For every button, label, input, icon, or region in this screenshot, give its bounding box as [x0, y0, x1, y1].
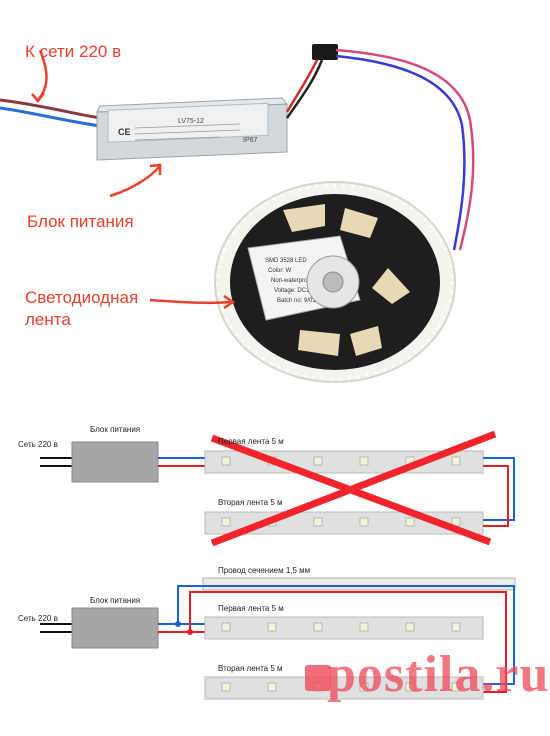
wrong-psu-label: Блок питания — [90, 425, 141, 434]
reel-label-line5: Batch no: 9/01 — [277, 298, 316, 304]
right-strip2-label: Вторая лента 5 м — [218, 664, 283, 673]
connector — [312, 44, 338, 60]
right-mains-label: Сеть 220 в — [18, 614, 58, 623]
right-psu-label: Блок питания — [90, 596, 141, 605]
psu-model-text: LV75-12 — [178, 118, 204, 125]
cross-line-2 — [210, 430, 497, 547]
arrow-strip — [149, 298, 233, 305]
wrong-mains-label: Сеть 220 в — [18, 440, 58, 449]
reel-label-line4: Voltage: DC12V — [274, 288, 317, 294]
reel-label-line3: Non-waterproof — [271, 278, 313, 284]
right-strip1-label: Первая лента 5 м — [218, 604, 284, 613]
strip-2-right — [204, 676, 484, 700]
photo-illustration: LV75-12 CE IP67 SMD 35 — [0, 44, 475, 383]
psu-box-right — [71, 607, 159, 649]
psu-ce-text: CE — [118, 127, 131, 137]
output-wire-red — [285, 57, 320, 113]
annotation-led-strip-2: лента — [25, 310, 71, 329]
mains-wire-brown — [0, 98, 101, 120]
reel-label-line1: SMD 3528 LED — [265, 258, 307, 264]
psu-box-wrong — [71, 441, 159, 483]
diagram-wrong — [40, 430, 515, 547]
arrow-psu — [109, 165, 161, 198]
wrong-strip2-label: Вторая лента 5 м — [218, 498, 283, 507]
led-strip-reel: SMD 3528 LED Color: W Non-waterproof Vol… — [214, 181, 456, 383]
power-supply-unit: LV75-12 CE IP67 — [96, 97, 289, 161]
strip-wire-blue — [335, 54, 466, 251]
watermark-text: postila.ru — [327, 646, 550, 703]
watermark-icon — [305, 665, 331, 691]
diagram-right — [40, 577, 516, 700]
wiring-diagrams — [40, 430, 516, 700]
mains-wire-blue — [0, 106, 101, 128]
psu-rating-text: IP67 — [243, 137, 258, 144]
wire-cross-section-box — [202, 577, 516, 591]
strip-wire-pink — [335, 48, 475, 251]
annotation-mains: К сети 220 в — [25, 42, 122, 61]
output-wire-black — [285, 59, 324, 119]
right-wire-label: Провод сечением 1,5 мм — [218, 566, 311, 575]
annotation-led-strip-1: Светодиодная — [25, 288, 139, 307]
annotation-psu: Блок питания — [27, 212, 134, 231]
strip-1-right — [204, 616, 484, 640]
reel-label-line2: Color: W — [268, 268, 292, 274]
wrong-strip1-label: Первая лента 5 м — [218, 437, 284, 446]
product-photo: LV75-12 CE IP67 SMD 35 — [0, 42, 475, 383]
